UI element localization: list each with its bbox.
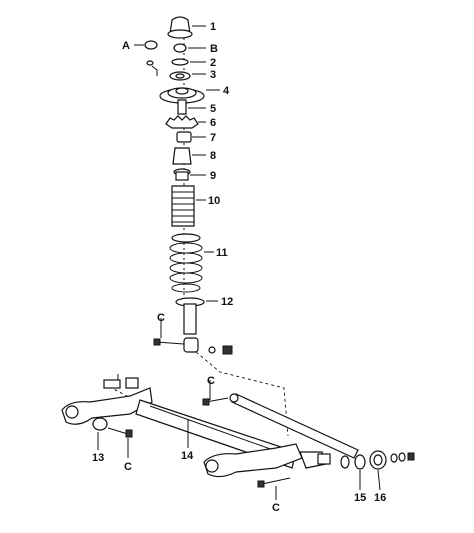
part-16-bearing — [369, 450, 415, 491]
callout-C-rod-bolt: C — [207, 375, 215, 387]
part-6-seat — [165, 115, 206, 129]
rod-bolt-head — [202, 398, 210, 406]
callout-8: 8 — [210, 150, 216, 162]
callout-11: 11 — [216, 247, 228, 259]
callout-16: 16 — [374, 492, 386, 504]
part-13-bushing — [92, 417, 133, 458]
callout-6: 6 — [210, 117, 216, 129]
callout-9: 9 — [210, 170, 216, 182]
part-11-coil-spring — [169, 233, 214, 293]
lower-bolt-head — [257, 480, 265, 488]
callout-13: 13 — [92, 452, 104, 464]
left-trailing-arm — [61, 374, 153, 425]
part-3-spacer — [169, 71, 206, 81]
callout-5: 5 — [210, 103, 216, 115]
callout-C-bushing-bolt: C — [124, 461, 132, 473]
callout-2: 2 — [210, 57, 216, 69]
callout-4: 4 — [223, 85, 230, 97]
callout-C-shock-bolt: C — [157, 312, 165, 324]
part-15-washer — [340, 454, 366, 490]
part-5-stud — [177, 99, 206, 115]
part-1-top-cap — [167, 16, 206, 39]
part-8-bump-stop — [172, 147, 206, 165]
callout-15: 15 — [354, 492, 366, 504]
part-4-mount-plate — [159, 87, 220, 104]
part-9-spring-seat — [173, 168, 206, 181]
callout-A: A — [122, 40, 130, 52]
callout-3: 3 — [210, 69, 216, 81]
callout-C-lower-bolt: C — [272, 502, 280, 514]
callout-7: 7 — [210, 132, 216, 144]
part-10-dust-boot — [171, 185, 206, 227]
lower-bolt — [261, 477, 291, 485]
part-7-bushing — [176, 131, 206, 143]
part-2-washer — [171, 58, 206, 66]
callout-12: 12 — [221, 296, 233, 308]
part-A-cap-nut — [134, 40, 158, 50]
callout-1: 1 — [210, 21, 216, 33]
right-trailing-arm — [203, 443, 331, 478]
callout-B: B — [210, 43, 218, 55]
washer-leader — [151, 65, 158, 76]
callout-10: 10 — [208, 195, 220, 207]
callout-14: 14 — [181, 450, 194, 462]
rod-bolt — [205, 397, 229, 403]
alignment-dash-1 — [195, 351, 289, 437]
shock-lower-mount — [153, 318, 233, 355]
part-B-nut — [173, 43, 206, 53]
panhard-rod — [229, 393, 359, 459]
small-washer — [146, 60, 154, 66]
part-12-shock-absorber — [175, 297, 218, 335]
